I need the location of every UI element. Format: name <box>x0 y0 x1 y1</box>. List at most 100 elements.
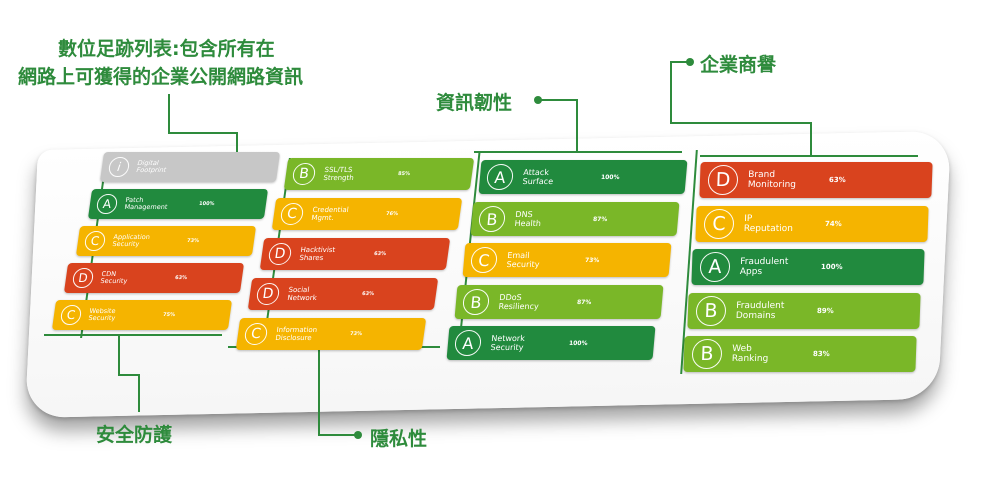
grade-badge: D <box>267 243 293 265</box>
scorecard-privacy-2: D Hacktivist Shares 63% <box>259 238 451 270</box>
grade-badge: B <box>477 205 507 232</box>
scorecard-reputation-1: C IP Reputation 74% <box>695 205 929 242</box>
metric-percent: 74% <box>824 219 842 228</box>
grade-badge: B <box>461 288 491 315</box>
metric-percent: 63% <box>828 176 846 184</box>
metric-percent: 73% <box>349 331 363 337</box>
metric-label: Fraudulent Domains <box>735 300 785 321</box>
privacy-callout: 隱私性 <box>370 428 428 450</box>
metric-label: Digital Footprint <box>136 158 167 174</box>
scorecard-resilience-4: A Network Security 100% <box>446 326 656 360</box>
reputation-connector-v2 <box>810 122 812 156</box>
metric-label: SSL/TLS Strength <box>322 165 355 182</box>
metric-label: Web Ranking <box>731 343 769 364</box>
grade-badge: C <box>279 203 305 225</box>
digital-footprint-callout-line2: 網路上可獲得的企業公開網路資訊 <box>18 66 304 88</box>
grade-badge: B <box>291 163 317 185</box>
metric-percent: 87% <box>592 215 608 222</box>
metric-percent: 63% <box>373 251 387 257</box>
security-connector-v2 <box>138 374 140 412</box>
scorecard-reputation-0: D Brand Monitoring 63% <box>699 162 933 198</box>
metric-label: Website Security <box>88 306 117 322</box>
grade-badge: D <box>255 283 281 305</box>
scorecard-security-1: A Patch Management 100% <box>87 189 269 219</box>
column-bottom-rule-1 <box>44 334 222 336</box>
metric-label: CDN Security <box>100 269 128 285</box>
scorecard-reputation-2: A Fraudulent Apps 100% <box>691 249 925 285</box>
metric-label: Fraudulent Apps <box>739 256 789 277</box>
metric-label: Hacktivist Shares <box>298 245 336 262</box>
grade-badge: A <box>699 252 731 282</box>
metric-label: Email Security <box>506 250 540 269</box>
reputation-connector-h <box>670 61 690 63</box>
metric-percent: 89% <box>816 306 834 315</box>
metric-percent: 83% <box>812 350 830 358</box>
grade-badge: A <box>453 330 483 356</box>
metric-label: Information Disclosure <box>274 325 318 342</box>
grade-badge: B <box>695 295 727 326</box>
column-top-rule-3 <box>474 151 682 153</box>
metric-percent: 76% <box>385 211 399 217</box>
metric-percent: 73% <box>584 256 600 264</box>
scorecard-reputation-3: B Fraudulent Domains 89% <box>687 292 921 329</box>
grade-badge: C <box>83 231 107 251</box>
metric-label: Network Security <box>490 333 526 352</box>
metric-percent: 100% <box>198 201 215 207</box>
grade-badge: C <box>469 247 499 273</box>
metric-percent: 75% <box>162 312 176 318</box>
metric-label: DDoS Resiliency <box>498 292 540 311</box>
scorecard-reputation-4: B Web Ranking 83% <box>683 336 917 372</box>
scorecard-privacy-0: B SSL/TLS Strength 85% <box>283 158 475 190</box>
scorecard-privacy-4: C Information Disclosure 73% <box>235 318 427 350</box>
grade-badge: D <box>707 165 739 195</box>
scorecard-privacy-1: C Credential Mgmt. 76% <box>271 198 463 230</box>
metric-percent: 100% <box>600 173 620 181</box>
digital-connector-v1 <box>168 94 170 134</box>
column-top-rule-4 <box>700 155 918 157</box>
privacy-connector-v <box>318 350 320 436</box>
metric-percent: 100% <box>820 263 843 271</box>
grade-badge: B <box>691 339 723 369</box>
scorecard-resilience-2: C Email Security 73% <box>462 243 672 277</box>
grade-badge: C <box>703 208 735 239</box>
metric-label: Application Security <box>112 232 151 248</box>
metric-percent: 87% <box>576 298 592 305</box>
metric-label: IP Reputation <box>743 213 794 234</box>
scorecard-resilience-3: B DDoS Resiliency 87% <box>454 284 664 319</box>
grade-badge: A <box>95 194 119 214</box>
security-callout: 安全防護 <box>96 424 173 446</box>
privacy-connector-h <box>318 434 356 436</box>
metric-label: Credential Mgmt. <box>310 205 350 222</box>
security-connector-v <box>118 336 120 376</box>
metric-label: Brand Monitoring <box>747 169 797 190</box>
scorecard-security-0: i Digital Footprint <box>99 152 281 182</box>
scorecard-resilience-0: A Attack Surface 100% <box>478 160 688 194</box>
grade-badge: A <box>485 164 515 190</box>
metric-label: Social Network <box>286 285 318 302</box>
metric-label: Attack Surface <box>522 167 554 186</box>
metric-percent: 85% <box>397 171 411 177</box>
reputation-dot <box>686 58 694 66</box>
resilience-connector-h <box>538 99 578 101</box>
reputation-callout: 企業商譽 <box>700 54 777 76</box>
scorecard-security-4: C Website Security 75% <box>51 300 233 330</box>
metric-label: Patch Management <box>124 195 168 211</box>
grade-badge: i <box>107 157 131 177</box>
grade-badge: C <box>243 323 269 345</box>
resilience-connector-v <box>576 99 578 151</box>
scorecard-privacy-3: D Social Network 63% <box>247 278 439 310</box>
scorecard-security-2: C Application Security 73% <box>75 226 257 256</box>
digital-connector-h <box>168 132 238 134</box>
metric-percent: 63% <box>361 291 375 297</box>
metric-percent: 73% <box>186 238 200 244</box>
privacy-dot <box>354 431 362 439</box>
reputation-connector-v1 <box>670 61 672 123</box>
metric-percent: 63% <box>174 275 188 281</box>
grade-badge: C <box>59 305 83 325</box>
resilience-callout: 資訊韌性 <box>436 92 513 114</box>
reputation-connector-h2 <box>670 122 812 124</box>
metric-percent: 100% <box>568 339 588 347</box>
